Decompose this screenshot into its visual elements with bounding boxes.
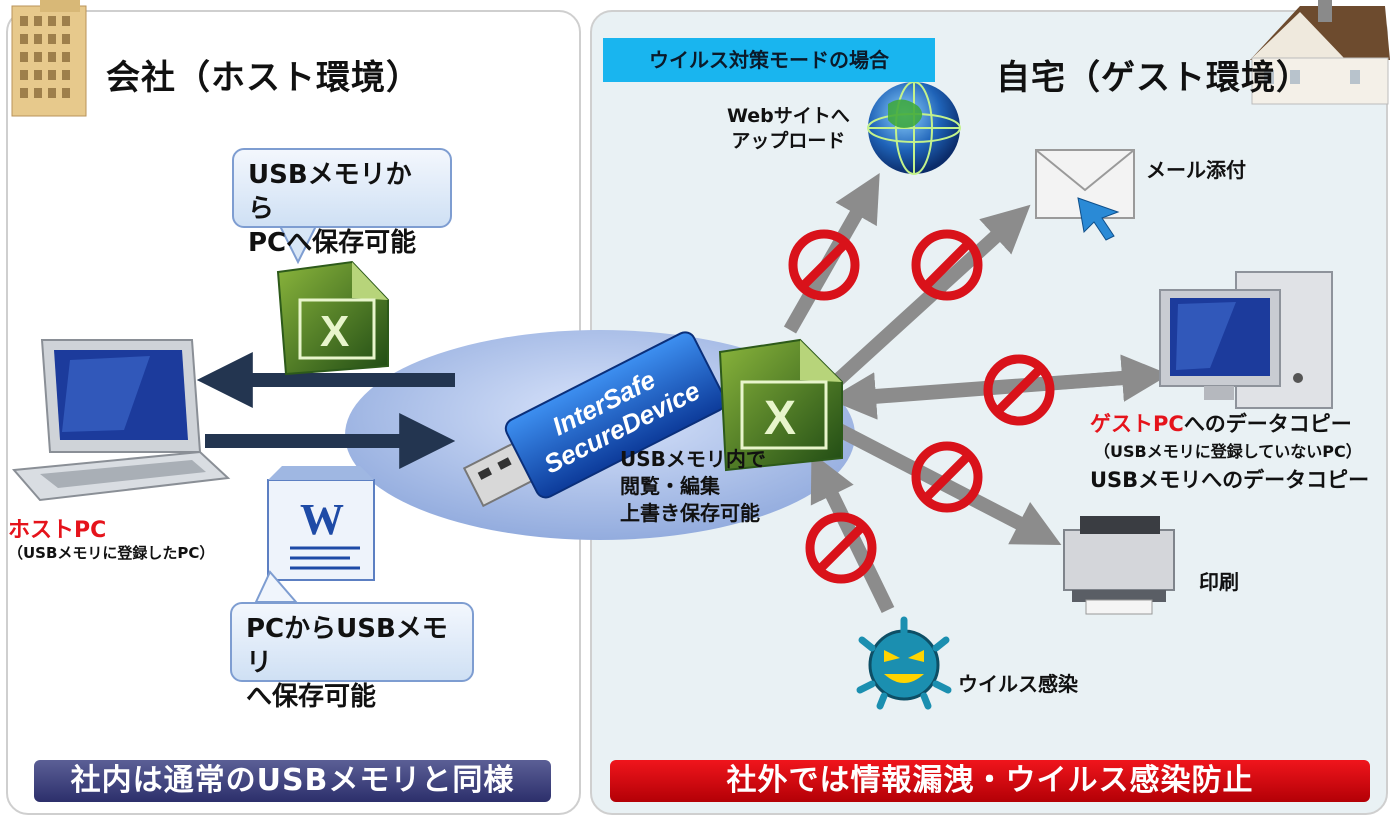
prohibition-signs bbox=[788, 229, 1055, 584]
home-icon bbox=[1250, 0, 1390, 105]
bubble-pc-to-usb: PCからUSBメモリ へ保存可能 bbox=[230, 602, 474, 712]
guest-pc-rest: へのデータコピー bbox=[1183, 412, 1352, 436]
excel-letter-left: X bbox=[320, 307, 349, 356]
guest-pc-red: ゲストPC bbox=[1090, 412, 1184, 436]
usb-caption-line3: 上書き保存可能 bbox=[620, 501, 760, 525]
mail-label: メール添付 bbox=[1146, 158, 1246, 182]
print-label: 印刷 bbox=[1199, 570, 1239, 594]
prohibit-sign-web bbox=[788, 229, 860, 301]
virus-label: ウイルス感染 bbox=[958, 672, 1078, 696]
globe-icon bbox=[867, 81, 961, 175]
host-pc-laptop-icon bbox=[11, 339, 231, 502]
bubble-usb-to-pc-line1: USBメモリから bbox=[248, 160, 412, 224]
usb-caption-line2: 閲覧・編集 bbox=[620, 474, 720, 498]
word-letter: W bbox=[300, 495, 344, 544]
web-upload-line1: Webサイトへ bbox=[727, 105, 850, 127]
web-upload-label: Webサイトへ アップロード bbox=[727, 104, 850, 154]
left-title: 会社（ホスト環境） bbox=[106, 58, 421, 98]
prohibit-sign-mail bbox=[911, 229, 983, 301]
excel-letter-right: X bbox=[764, 392, 796, 445]
bubble-pc-to-usb-line1: PCからUSBメモリ bbox=[246, 614, 448, 678]
mode-label: ウイルス対策モードの場合 bbox=[603, 38, 935, 82]
guest-pc-sublabel: （USBメモリに登録していないPC） bbox=[1094, 442, 1362, 461]
office-building-icon bbox=[11, 0, 87, 117]
prohibit-sign-virus bbox=[805, 512, 877, 584]
usb-copy-label: USBメモリへのデータコピー bbox=[1090, 468, 1370, 492]
guest-pc-copy-label: ゲストPCへのデータコピー bbox=[1090, 408, 1352, 438]
printer-icon bbox=[1063, 516, 1175, 615]
guest-pc-desktop-icon bbox=[1159, 271, 1333, 409]
web-upload-line2: アップロード bbox=[731, 130, 846, 152]
bubble-usb-to-pc-line2: PCへ保存可能 bbox=[248, 228, 417, 258]
excel-document-icon-left: X bbox=[276, 260, 389, 376]
host-pc-sublabel: （USBメモリに登録したPC） bbox=[8, 544, 215, 562]
usb-memory-icon: InterSafe SecureDevice bbox=[462, 331, 727, 508]
usb-caption-line1: USBメモリ内で bbox=[620, 447, 766, 471]
mail-icon bbox=[1035, 149, 1135, 241]
host-pc-label: ホストPC bbox=[8, 518, 107, 543]
arrow-guest-pc-back bbox=[828, 369, 1151, 420]
left-banner: 社内は通常のUSBメモリと同様 bbox=[34, 760, 551, 802]
word-document-icon: W bbox=[267, 466, 375, 581]
virus-icon bbox=[856, 616, 952, 710]
bubble-usb-to-pc: USBメモリから PCへ保存可能 bbox=[232, 148, 452, 258]
prohibit-sign-print bbox=[911, 441, 983, 513]
prohibit-sign-guest-pc bbox=[983, 354, 1055, 426]
arrow-print bbox=[816, 413, 1062, 546]
bubble-pc-to-usb-line2: へ保存可能 bbox=[246, 682, 377, 712]
usb-caption: USBメモリ内で 閲覧・編集 上書き保存可能 bbox=[620, 446, 766, 527]
excel-document-icon-right: X bbox=[718, 338, 843, 472]
right-title: 自宅（ゲスト環境） bbox=[996, 58, 1311, 98]
right-banner: 社外では情報漏洩・ウイルス感染防止 bbox=[610, 760, 1370, 802]
arrow-mail bbox=[833, 204, 1031, 386]
